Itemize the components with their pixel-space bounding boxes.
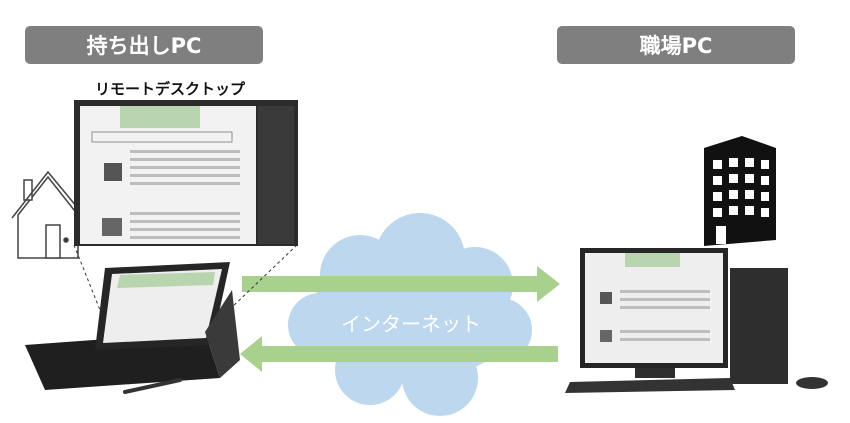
arrow-to-office <box>242 266 560 302</box>
mobile-pc-label: 持ち出しPC <box>25 26 263 64</box>
internet-label: インターネット <box>341 312 481 336</box>
office-pc-label: 職場PC <box>557 26 795 64</box>
office-building-icon <box>704 136 776 246</box>
remote-desktop-screen <box>74 100 298 246</box>
house-icon <box>11 170 87 259</box>
cpu-chip-icon <box>104 163 122 181</box>
office-pc-label-text: 職場PC <box>639 34 713 58</box>
gpu-chip-icon <box>102 218 122 236</box>
arrow-to-mobile <box>240 336 558 372</box>
tablet-pc <box>25 262 240 394</box>
office-desktop-pc <box>565 248 828 393</box>
remote-desktop-caption: リモートデスクトップ <box>95 80 246 98</box>
mobile-pc-label-text: 持ち出しPC <box>86 34 202 58</box>
